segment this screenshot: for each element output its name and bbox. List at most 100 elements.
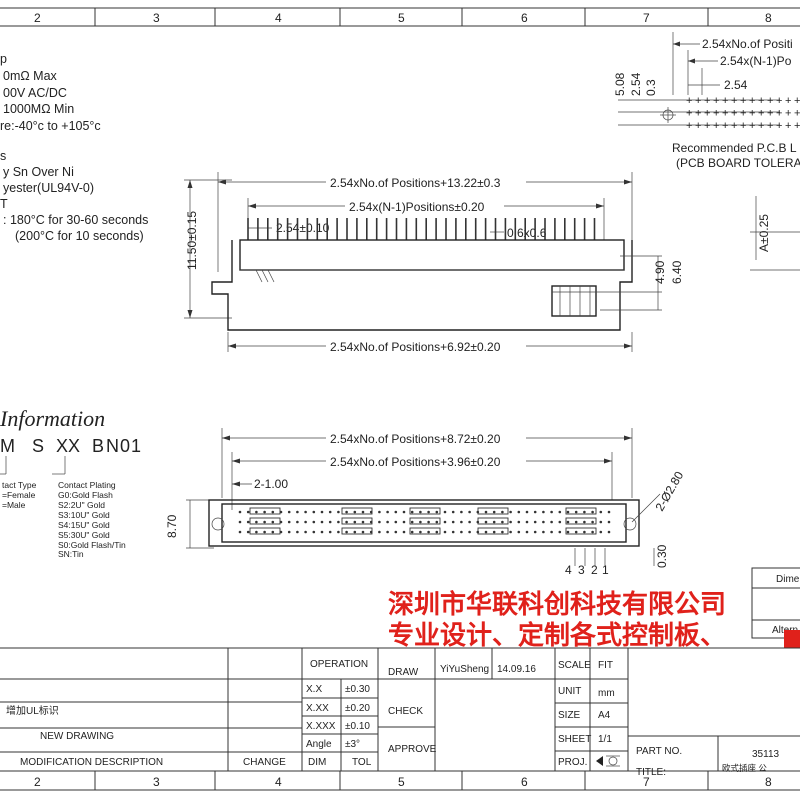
front-pin-dot — [328, 530, 332, 534]
right-box-label: Dime — [776, 574, 800, 585]
grid-label-bottom: 3 — [153, 775, 160, 789]
front-pin-dot — [435, 530, 439, 534]
spec-line: s — [0, 149, 6, 163]
change-label: CHANGE — [243, 757, 286, 768]
pcb-hole: + — [713, 108, 719, 120]
front-pin-dot — [419, 520, 422, 524]
front-pin-dot — [246, 510, 250, 514]
front-pin-dot — [287, 530, 291, 534]
front-pin-dot — [501, 510, 504, 514]
front-pin-dot — [378, 520, 381, 524]
grid-label-top: 2 — [34, 11, 41, 25]
pcb-hole: + — [695, 120, 701, 132]
front-pin-dot — [337, 530, 340, 534]
plating-option: S4:15U" Gold — [58, 520, 110, 530]
drawer-name: YiYuSheng — [440, 664, 489, 675]
spec-line: (200°C for 10 seconds) — [15, 229, 144, 243]
contact-group-outline — [565, 507, 597, 515]
pcb-hole-grid: +++++++++++++++++++++++++++++++++++++++ — [686, 95, 800, 132]
front-pin-dot — [410, 520, 414, 524]
front-pin-dot — [443, 510, 447, 514]
front-pin-dot — [386, 520, 389, 524]
pcb-hole: + — [767, 120, 773, 132]
front-pin-dot — [533, 530, 537, 534]
contact-group-outline — [341, 507, 373, 515]
contact-type-note: =Male — [2, 500, 26, 510]
front-pin-dot — [255, 510, 258, 514]
front-pin-dot — [410, 530, 414, 534]
code-part: B — [92, 436, 104, 456]
pcb-hole: + — [722, 95, 728, 107]
front-pin-dot — [419, 530, 422, 534]
side-pins — [247, 218, 596, 240]
dim-tail: 6.40 — [670, 260, 684, 284]
modification-description: MODIFICATION DESCRIPTION — [20, 757, 163, 768]
front-pin-dot — [542, 510, 545, 514]
pcb-hole: + — [767, 108, 773, 120]
draw-date: 14.09.16 — [497, 664, 536, 675]
front-pin-dot — [353, 520, 357, 524]
front-pin-dot — [345, 520, 348, 524]
title-value: 欧式插座 公 — [722, 763, 767, 773]
front-pin-dot — [566, 520, 570, 524]
front-pin-dot — [484, 520, 488, 524]
spec-line: T — [0, 197, 8, 211]
right-info-boxes: Dime Altern — [751, 567, 800, 639]
approve-label: APPROVE — [388, 744, 437, 755]
front-pin-dot — [566, 530, 570, 534]
front-pin-dot — [599, 520, 603, 524]
dim-pitch: 2.54±0.10 — [276, 221, 330, 235]
front-pin-dot — [312, 530, 316, 534]
pcb-hole: + — [695, 95, 701, 107]
company-banner: 深圳市华联科创科技有限公司 专业设计、定制各式控制板、 — [388, 589, 800, 651]
front-pin-dot — [271, 520, 275, 524]
pcb-hole: + — [767, 95, 773, 107]
banner-line-2: 专业设计、定制各式控制板、 — [388, 620, 726, 651]
code-part: XX — [56, 436, 80, 456]
grid-label-top: 5 — [398, 11, 405, 25]
front-pin-dot — [435, 520, 439, 524]
front-pin-dot — [517, 520, 521, 524]
front-pin-dot — [378, 530, 381, 534]
spec-line: y Sn Over Ni — [3, 165, 74, 179]
front-pin-dot — [320, 530, 324, 534]
spec-line: 1000MΩ Min — [3, 102, 74, 116]
contact-group-outline — [249, 517, 281, 525]
operation-label: OPERATION — [310, 659, 368, 670]
front-pin-dot — [451, 530, 455, 534]
code-part: 1 — [131, 436, 141, 456]
pcb-vdim: 0.3 — [644, 79, 658, 96]
pcb-hole: + — [695, 108, 701, 120]
title-block: 增加UL标识 NEW DRAWING MODIFICATION DESCRIPT… — [0, 647, 800, 778]
pcb-hole: + — [749, 108, 755, 120]
front-pin-dot — [255, 520, 258, 524]
front-pin-dot — [312, 520, 316, 524]
front-pin-dot — [304, 520, 307, 524]
sheet-label: SHEET — [558, 734, 591, 745]
dim-hole: 2-Ø2.80 — [652, 469, 686, 514]
front-pin-dot — [558, 530, 562, 534]
front-pin-dot — [287, 510, 291, 514]
pcb-hole: + — [794, 120, 800, 132]
pcb-hole: + — [731, 108, 737, 120]
dim-front-height: 8.70 — [165, 514, 179, 538]
tol-label: TOL — [352, 757, 372, 768]
pcb-hole: + — [776, 108, 782, 120]
front-pin-dot — [402, 530, 406, 534]
grid-label-top: 3 — [153, 11, 160, 25]
tolerance-dim: X.XX — [306, 703, 329, 714]
front-pin-dot — [583, 520, 586, 524]
pcb-hole: + — [776, 95, 782, 107]
front-pin-dot — [443, 520, 447, 524]
pcb-hole: + — [713, 95, 719, 107]
front-pin-dot — [263, 520, 266, 524]
contact-group-outline — [249, 527, 281, 535]
ul-note: 增加UL标识 — [6, 704, 59, 717]
front-pin-dot — [509, 510, 512, 514]
pcb-hole: + — [704, 95, 710, 107]
tolerance-dim: X.X — [306, 684, 322, 695]
front-pin-dot — [246, 530, 250, 534]
front-pin-dot — [353, 510, 357, 514]
